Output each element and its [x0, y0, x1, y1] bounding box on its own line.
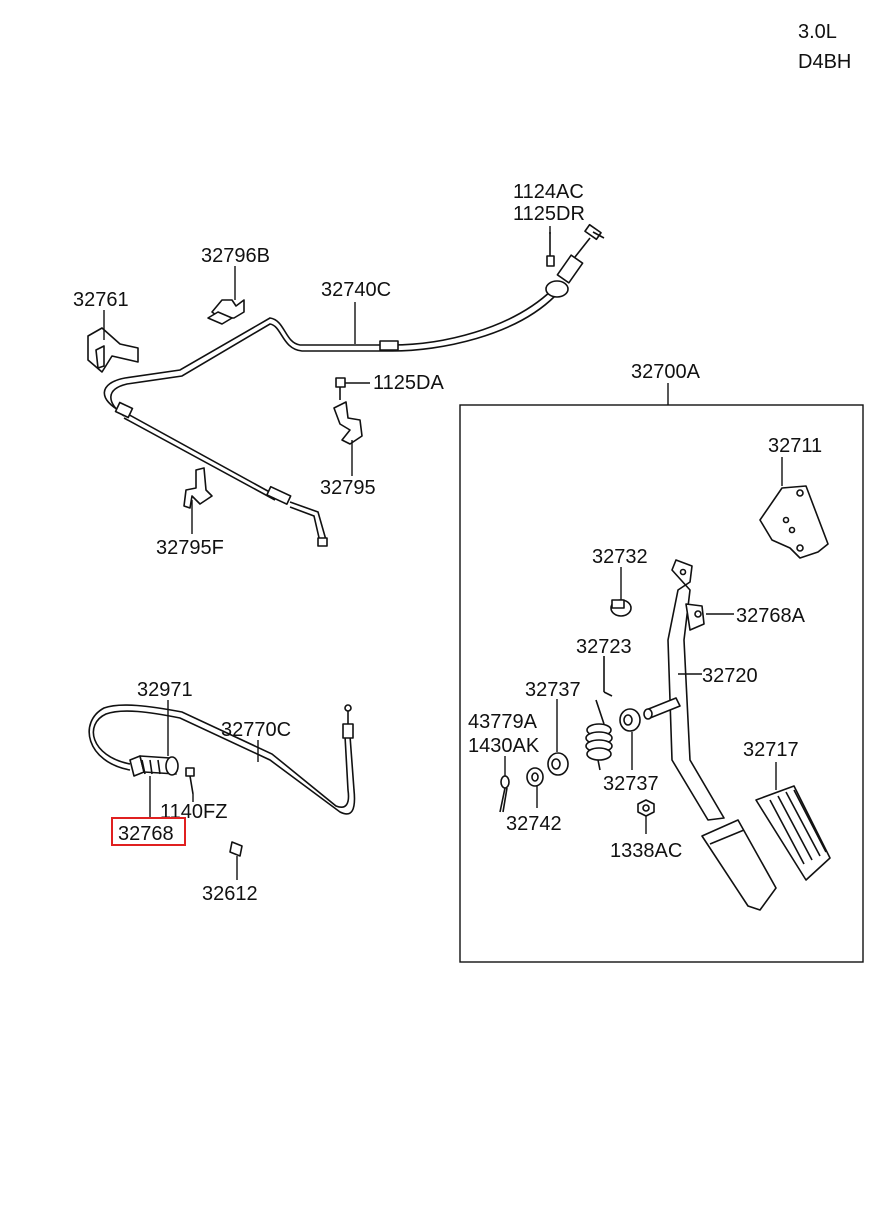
engine-code-label: D4BH	[798, 51, 851, 73]
callout-32737-right: 32737	[603, 773, 659, 795]
callout-32796b: 32796B	[201, 245, 270, 267]
callout-1140fz: 1140FZ	[160, 801, 227, 823]
callout-32737-left: 32737	[525, 679, 581, 701]
accelerator-cable-upper[interactable]	[103, 289, 556, 547]
pedal-assembly-box	[459, 404, 864, 963]
callout-32768[interactable]: 32768	[118, 823, 174, 845]
engine-size-label: 3.0L	[798, 21, 837, 43]
callout-1124ac: 1124AC	[513, 181, 584, 203]
callout-32971: 32971	[137, 679, 193, 701]
bracket-32761	[87, 327, 139, 373]
cable-adjuster-end	[545, 223, 605, 298]
callout-32740c: 32740C	[321, 279, 391, 301]
callout-32732: 32732	[592, 546, 648, 568]
callout-32770c: 32770C	[221, 719, 291, 741]
washer-32742	[526, 767, 544, 808]
highlight-box-32768[interactable]	[111, 817, 186, 846]
pedal-arm-32720[interactable]	[643, 559, 777, 911]
bolt-1140fz	[185, 767, 195, 795]
callout-32795: 32795	[320, 477, 376, 499]
bolt-1125da	[335, 377, 346, 400]
clip-32612	[229, 841, 243, 880]
upper-leader-lines	[103, 226, 551, 534]
bolt-1124ac	[546, 232, 555, 267]
bracket-32796b	[207, 299, 245, 325]
accelerator-cable-lower[interactable]	[88, 704, 356, 815]
callout-32742: 32742	[506, 813, 562, 835]
bushing-32737-right	[619, 708, 641, 770]
callout-32768a: 32768A	[736, 605, 806, 627]
callout-32723: 32723	[576, 636, 632, 658]
callout-1125da: 1125DA	[373, 372, 444, 394]
callout-1125dr: 1125DR	[513, 203, 585, 225]
pedal-pad-32717[interactable]	[755, 762, 831, 881]
nut-1338ac	[637, 799, 655, 834]
callout-32612: 32612	[202, 883, 258, 905]
clip-32795	[333, 401, 363, 445]
spring-32723	[585, 656, 613, 771]
callout-32720: 32720	[702, 665, 758, 687]
callout-32761: 32761	[73, 289, 129, 311]
callout-1338ac: 1338AC	[610, 840, 682, 862]
callout-32717: 32717	[743, 739, 799, 761]
pedal-bracket-32711	[759, 457, 829, 559]
stopper-32732	[610, 567, 632, 617]
callout-43779a: 43779A	[468, 711, 538, 733]
lower-leader-lines	[149, 700, 259, 818]
callout-32711: 32711	[768, 435, 822, 457]
callout-1430ak: 1430AK	[468, 735, 540, 757]
pin-43779a	[499, 756, 510, 813]
callout-32700a: 32700A	[631, 361, 701, 383]
bushing-32737-left	[547, 699, 569, 776]
clip-32795f	[183, 467, 213, 509]
callout-32795f: 32795F	[156, 537, 224, 559]
